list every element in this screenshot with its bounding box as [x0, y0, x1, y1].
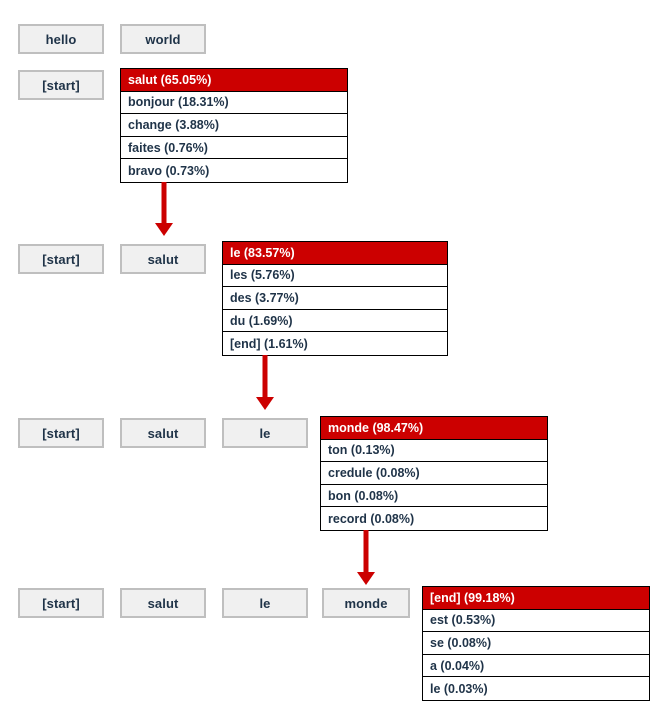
token-label: salut: [147, 595, 179, 611]
token-label: [start]: [42, 595, 80, 611]
step2-prediction-table: le (83.57%) les (5.76%) des (3.77%) du (…: [222, 241, 448, 356]
token-label: monde: [344, 595, 388, 611]
prediction-label: credule (0.08%): [328, 465, 420, 480]
arrow-shaft: [161, 182, 167, 223]
prediction-row[interactable]: bon (0.08%): [321, 484, 547, 508]
source-token-world: world: [120, 24, 206, 54]
arrow-step2-to-step3: [249, 355, 281, 410]
prediction-label: salut (65.05%): [128, 72, 212, 87]
prediction-label: du (1.69%): [230, 313, 293, 328]
step4-prefix-token-le: le: [222, 588, 308, 618]
step1-prefix-token-start: [start]: [18, 70, 104, 100]
prediction-row[interactable]: bonjour (18.31%): [121, 91, 347, 115]
prediction-label: ton (0.13%): [328, 443, 395, 458]
prediction-label: monde (98.47%): [328, 420, 424, 435]
prediction-row-selected[interactable]: [end] (99.18%): [423, 587, 649, 610]
arrow-step1-to-step2: [148, 182, 180, 236]
source-token-hello: hello: [18, 24, 104, 54]
token-label: world: [145, 31, 181, 47]
token-label: [start]: [42, 425, 80, 441]
arrow-head-icon: [357, 572, 375, 585]
prediction-row[interactable]: bravo (0.73%): [121, 159, 347, 182]
step4-prediction-table: [end] (99.18%) est (0.53%) se (0.08%) a …: [422, 586, 650, 701]
token-label: salut: [147, 425, 179, 441]
step3-prefix-token-start: [start]: [18, 418, 104, 448]
prediction-row[interactable]: credule (0.08%): [321, 462, 547, 485]
step2-prefix-token-start: [start]: [18, 244, 104, 274]
prediction-label: bon (0.08%): [328, 488, 399, 503]
token-label: salut: [147, 251, 179, 267]
token-label: le: [259, 425, 271, 441]
prediction-label: faites (0.76%): [128, 140, 208, 155]
prediction-label: le (0.03%): [430, 681, 488, 696]
step3-prediction-table: monde (98.47%) ton (0.13%) credule (0.08…: [320, 416, 548, 531]
prediction-label: bravo (0.73%): [128, 163, 210, 178]
prediction-label: [end] (99.18%): [430, 590, 515, 605]
step1-prediction-table: salut (65.05%) bonjour (18.31%) change (…: [120, 68, 348, 183]
prediction-label: se (0.08%): [430, 635, 492, 650]
prediction-label: [end] (1.61%): [230, 336, 308, 351]
prediction-row[interactable]: record (0.08%): [321, 507, 547, 530]
arrow-step3-to-step4: [350, 530, 382, 585]
prediction-row-selected[interactable]: salut (65.05%): [121, 69, 347, 92]
prediction-row[interactable]: du (1.69%): [223, 309, 447, 333]
prediction-label: les (5.76%): [230, 268, 295, 283]
prediction-row[interactable]: faites (0.76%): [121, 136, 347, 160]
prediction-row[interactable]: des (3.77%): [223, 287, 447, 310]
prediction-label: record (0.08%): [328, 511, 415, 526]
prediction-label: change (3.88%): [128, 117, 220, 132]
prediction-label: a (0.04%): [430, 658, 485, 673]
arrow-shaft: [363, 530, 369, 572]
arrow-head-icon: [155, 223, 173, 236]
prediction-label: est (0.53%): [430, 613, 496, 628]
prediction-row[interactable]: a (0.04%): [423, 654, 649, 678]
prediction-row[interactable]: change (3.88%): [121, 114, 347, 137]
prediction-row[interactable]: [end] (1.61%): [223, 332, 447, 355]
step4-prefix-token-start: [start]: [18, 588, 104, 618]
prediction-label: le (83.57%): [230, 245, 295, 260]
token-label: [start]: [42, 251, 80, 267]
prediction-row-selected[interactable]: monde (98.47%): [321, 417, 547, 440]
step2-prefix-token-salut: salut: [120, 244, 206, 274]
prediction-label: bonjour (18.31%): [128, 95, 229, 110]
step3-prefix-token-le: le: [222, 418, 308, 448]
prediction-row[interactable]: est (0.53%): [423, 609, 649, 633]
prediction-label: des (3.77%): [230, 290, 299, 305]
token-label: [start]: [42, 77, 80, 93]
prediction-row[interactable]: se (0.08%): [423, 632, 649, 655]
step3-prefix-token-salut: salut: [120, 418, 206, 448]
prediction-row[interactable]: ton (0.13%): [321, 439, 547, 463]
step4-prefix-token-monde: monde: [322, 588, 410, 618]
prediction-row-selected[interactable]: le (83.57%): [223, 242, 447, 265]
prediction-row[interactable]: les (5.76%): [223, 264, 447, 288]
prediction-row[interactable]: le (0.03%): [423, 677, 649, 700]
token-label: hello: [45, 31, 77, 47]
arrow-shaft: [262, 355, 268, 397]
token-label: le: [259, 595, 271, 611]
arrow-head-icon: [256, 397, 274, 410]
step4-prefix-token-salut: salut: [120, 588, 206, 618]
